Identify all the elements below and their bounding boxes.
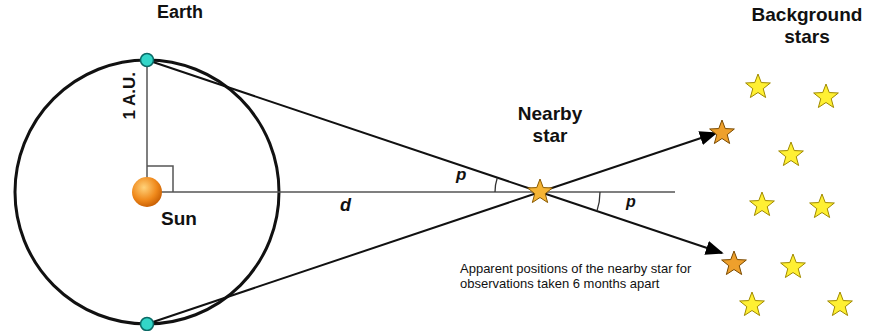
angle-arc (597, 192, 600, 211)
sight-line (147, 192, 540, 324)
apparent-star-symbol (710, 120, 735, 144)
earth-symbol (141, 54, 154, 67)
earth-symbol (141, 318, 154, 331)
angle-arc (495, 178, 497, 192)
projection-arrow (540, 192, 722, 253)
radius-line (146, 60, 148, 192)
nearby-star-label: Nearby star (505, 103, 595, 147)
background-star (810, 194, 835, 218)
sight-line (147, 60, 540, 192)
background-star (781, 254, 806, 278)
distance-label: 1 A.U. (120, 72, 140, 120)
background-star (814, 84, 839, 108)
background-star (750, 192, 775, 216)
earth-label: Earth (157, 2, 203, 23)
note-text: Apparent positions of the nearby star fo… (460, 262, 696, 292)
nearby-star-symbol (528, 179, 553, 203)
baseline (147, 191, 675, 193)
background-star (779, 142, 804, 166)
background-star (746, 74, 771, 98)
background-star (828, 292, 853, 316)
background-star (740, 292, 765, 316)
sun-symbol (132, 177, 162, 207)
distance-symbol: d (340, 195, 351, 216)
background-stars-label: Background stars (747, 4, 867, 48)
sun-label: Sun (161, 208, 197, 230)
apparent-star-symbol (722, 251, 747, 275)
angle-label: p (626, 193, 636, 211)
angle-label: p (456, 165, 466, 185)
